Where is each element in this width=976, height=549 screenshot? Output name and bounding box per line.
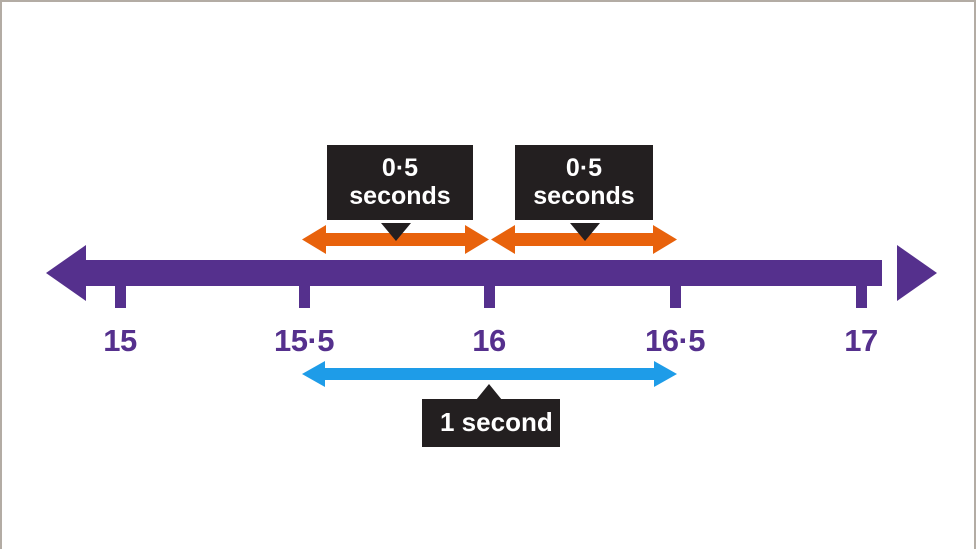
callout-second-value: 0·5 xyxy=(565,154,603,182)
axis-label-16: 16 xyxy=(472,323,506,358)
callout-second-half-second: 0·5 seconds xyxy=(515,145,653,220)
axis-label-15: 15 xyxy=(103,323,137,358)
callout-total-pointer-icon xyxy=(476,384,502,400)
callout-second-unit: seconds xyxy=(533,182,635,210)
axis-label-16-5: 16·5 xyxy=(644,323,706,358)
callout-first-pointer-icon xyxy=(381,223,411,241)
callout-first-value: 0·5 xyxy=(381,154,419,182)
callout-one-second: 1 second xyxy=(422,399,560,448)
callout-first-unit: seconds xyxy=(349,182,451,210)
callout-total-label: 1 second xyxy=(440,407,553,437)
callout-second-pointer-icon xyxy=(570,223,600,241)
axis-label-17: 17 xyxy=(844,323,878,358)
axis-label-15-5: 15·5 xyxy=(273,323,335,358)
callout-first-half-second: 0·5 seconds xyxy=(327,145,473,220)
